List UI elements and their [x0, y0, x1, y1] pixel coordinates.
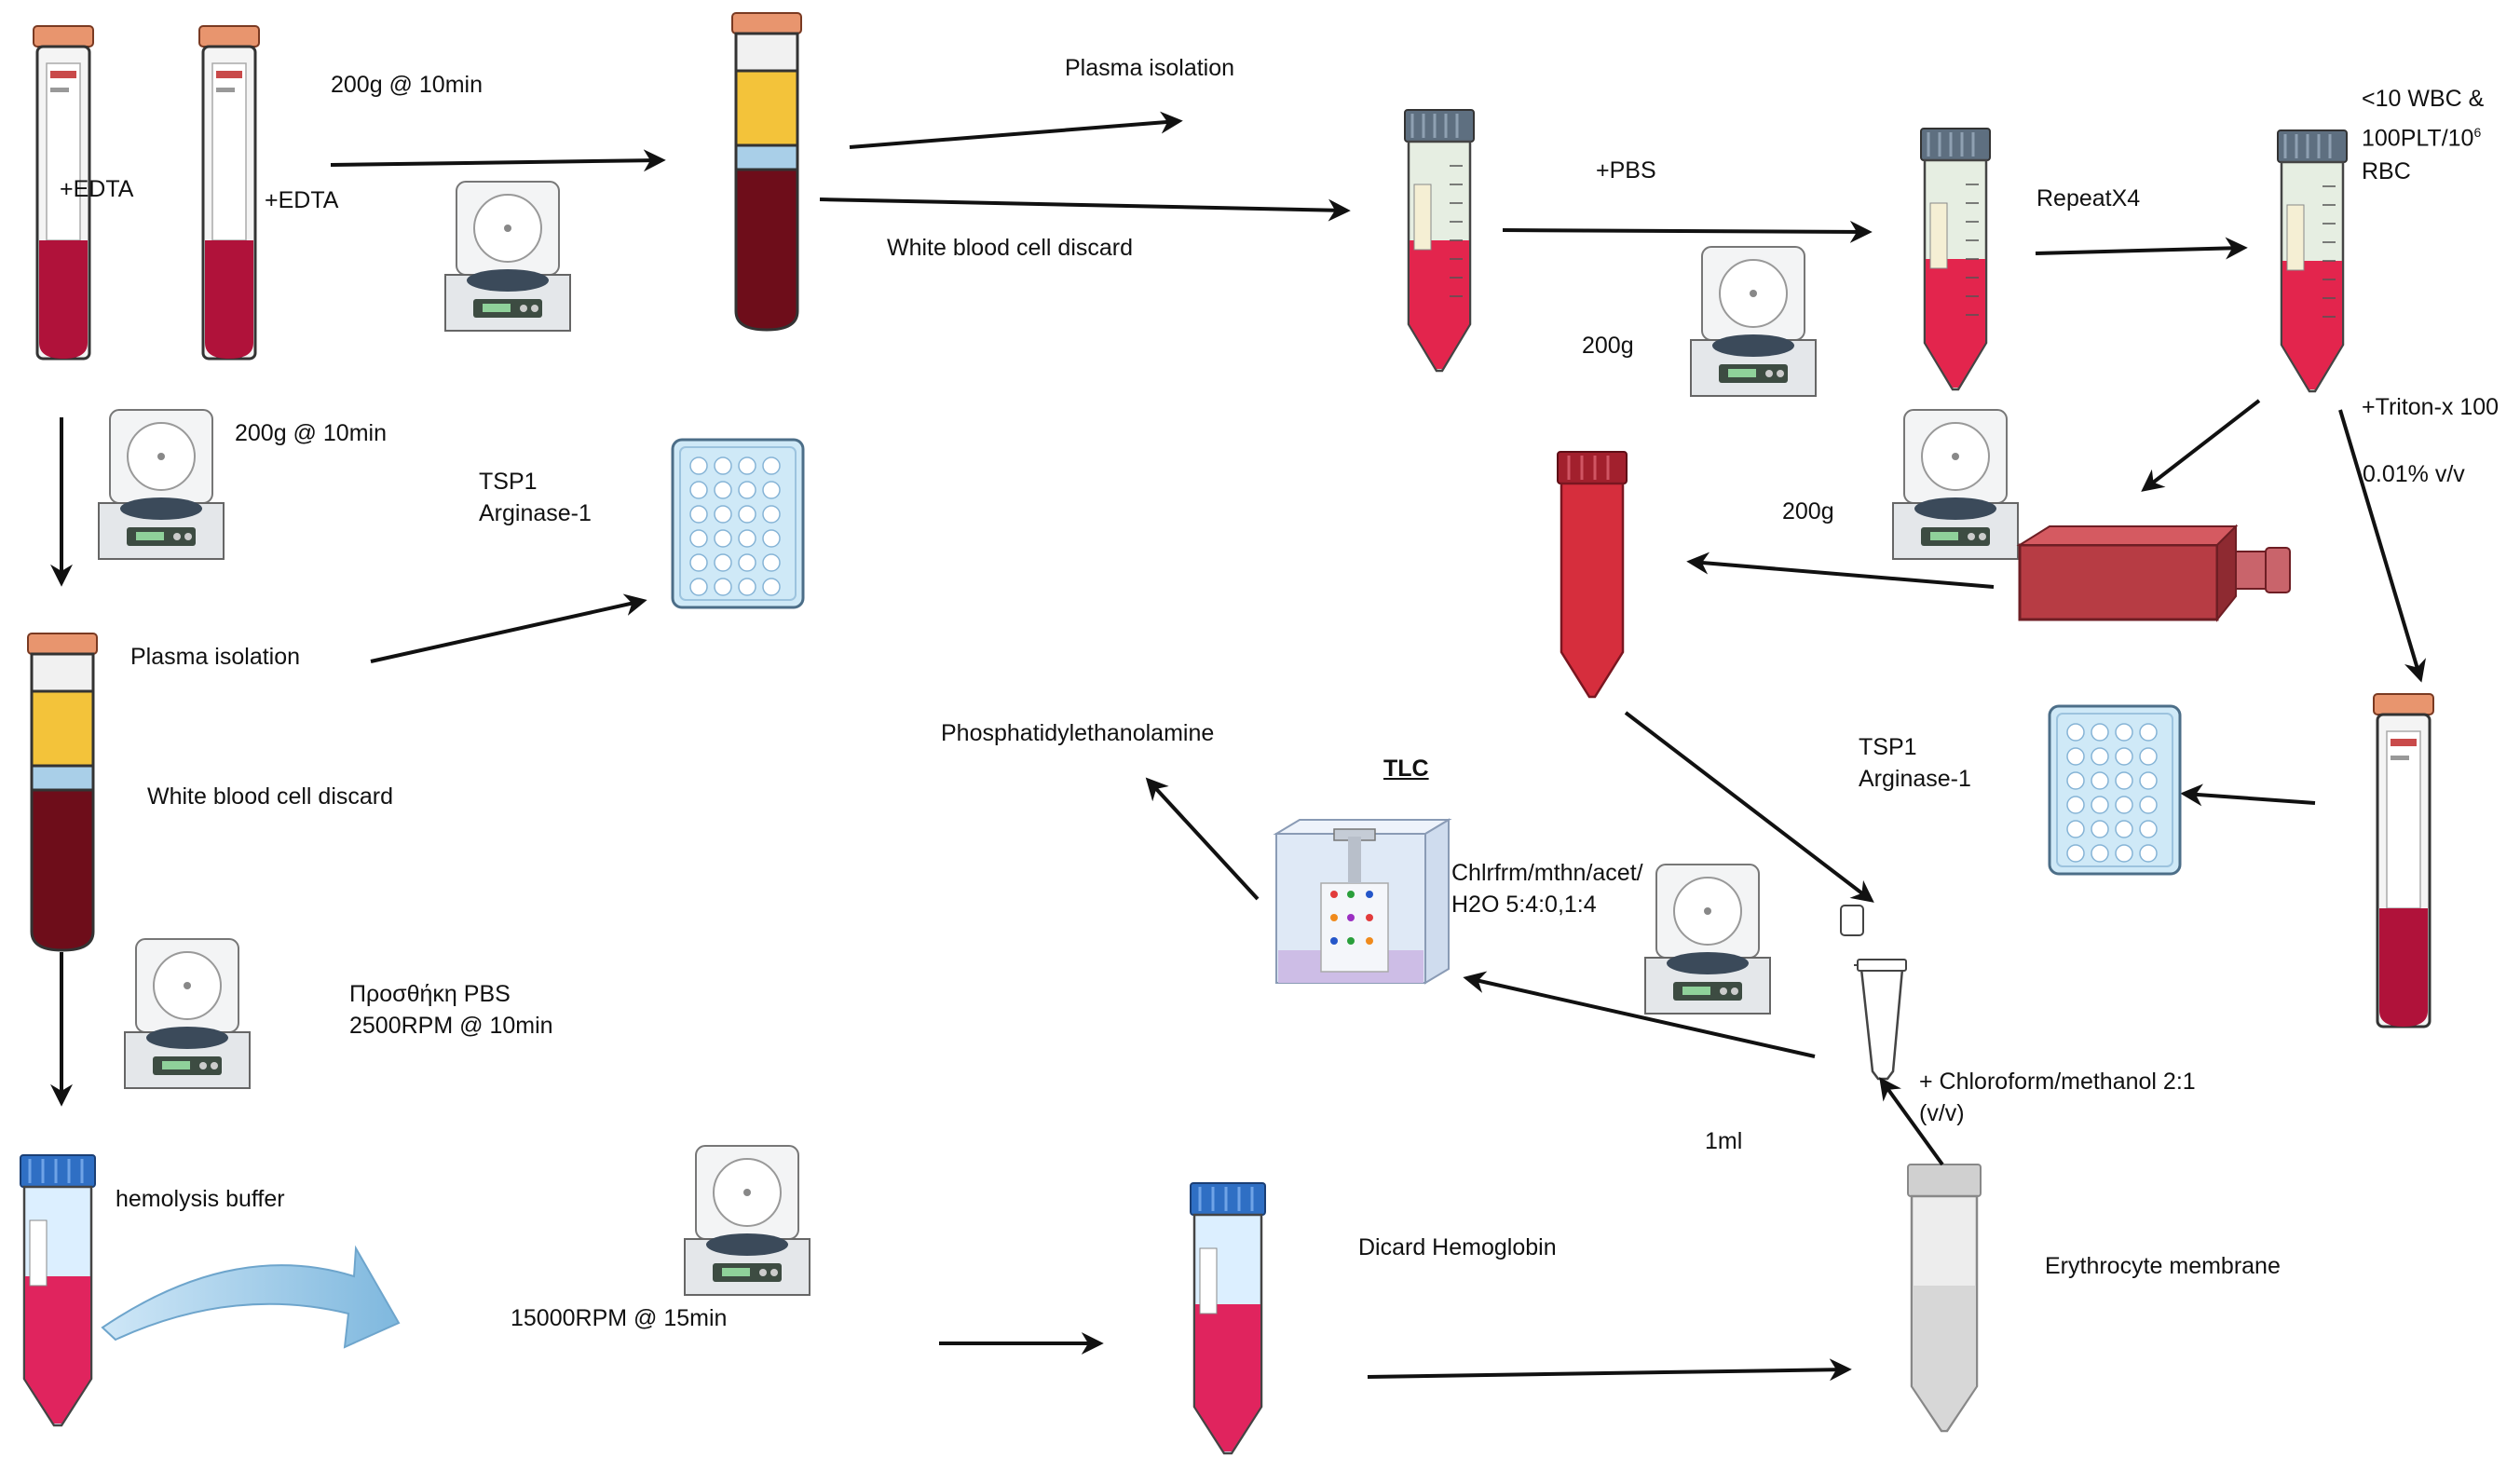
blood-tube-edta-2 [198, 24, 261, 361]
label-phosphatidylethanolamine: Phosphatidylethanolamine [941, 720, 1215, 746]
curved-transfer-arrow [101, 1245, 401, 1349]
label-chloroform: + Chloroform/methanol 2:1 (v/v) [1919, 1069, 2196, 1126]
label-edta-2: +EDTA [265, 187, 339, 213]
label-200g-b: 200g [1782, 498, 1834, 524]
culture-flask [2016, 524, 2291, 622]
label-tlc: TLC [1383, 756, 1429, 782]
label-discard-hemoglobin: Dicard Hemoglobin [1358, 1234, 1557, 1260]
centrifuge-4 [1644, 864, 1771, 1015]
label-solvent: Chlrfrm/mthn/acet/ H2O 5:4:0,1:4 [1451, 860, 1643, 918]
label-200g-a: 200g [1582, 333, 1634, 359]
label-pbs-greek: Προσθήκη PBS 2500RPM @ 10min [349, 981, 553, 1039]
label-wbc-discard-top: White blood cell discard [887, 235, 1134, 261]
separated-tube-top [730, 11, 803, 332]
label-pbs: +PBS [1596, 157, 1656, 184]
label-spin-top: 200g @ 10min [331, 72, 483, 98]
label-wbc-limit-line3: RBC [2362, 158, 2411, 185]
centrifuge-6 [124, 938, 251, 1089]
arrow-spin-top [330, 149, 666, 172]
conical-tube-2 [1919, 127, 1992, 391]
label-triton: +Triton-x 100 [2362, 394, 2500, 420]
arrow-triton [2338, 409, 2427, 683]
label-edta-1: +EDTA [60, 176, 134, 202]
label-wbc-limit-sup: 6 [2473, 125, 2482, 140]
conical-tube-hemoglobin [1189, 1181, 1267, 1455]
arrow-to-eppendorf [1624, 711, 1874, 903]
arrow-repeat [2035, 237, 2248, 260]
arrow-wbc-discard [819, 197, 1351, 222]
eppendorf-tube [1840, 905, 1907, 1081]
arrow-to-pe [1145, 777, 1260, 901]
label-plasma-isolation-left: Plasma isolation [130, 644, 301, 670]
label-repeat: RepeatX4 [2036, 185, 2141, 211]
blood-tube-right [2372, 692, 2435, 1028]
centrifuge-5 [98, 409, 225, 560]
label-1ml: 1ml [1705, 1128, 1743, 1154]
label-tsp1-top: TSP1 Arginase-1 [479, 469, 592, 526]
label-tsp1-right: TSP1 Arginase-1 [1859, 734, 1971, 792]
arrow-to-plate-right [2180, 783, 2316, 807]
centrifuge-7 [684, 1145, 810, 1296]
label-wbc-limit: <10 WBC & 100PLT/106 RBC [2362, 82, 2484, 188]
label-wbc-discard-left: White blood cell discard [147, 783, 394, 810]
arrow-to-red-tube [1686, 552, 1995, 589]
centrifuge-1 [444, 181, 571, 332]
conical-tube-3 [2276, 129, 2349, 393]
arrow-up-chloroform [1879, 1077, 1944, 1166]
label-plasma-isolation-top: Plasma isolation [1065, 55, 1235, 81]
red-falcon-tube [1557, 451, 1628, 699]
arrow-to-tlc [1463, 971, 1816, 1058]
arrow-pbs [1502, 220, 1873, 243]
label-erythrocyte-membrane: Erythrocyte membrane [2045, 1253, 2281, 1279]
conical-tube-membrane [1907, 1164, 1982, 1433]
label-triton-conc: 0.01% v/v [2363, 461, 2465, 487]
well-plate-top [671, 438, 805, 609]
conical-tube-hemolysis [19, 1153, 97, 1427]
conical-tube-1 [1403, 108, 1476, 373]
separated-tube-left [26, 632, 99, 952]
label-wbc-limit-line2: 100PLT/106 [2362, 116, 2484, 155]
arrow-to-flask [2141, 399, 2261, 492]
arrow-to-plate-top [370, 593, 647, 663]
label-spin-left: 200g @ 10min [235, 420, 387, 446]
label-hemolysis-buffer: hemolysis buffer [116, 1186, 285, 1212]
tlc-tank [1273, 818, 1452, 985]
arrow-to-membrane [1367, 1358, 1852, 1382]
label-spin-15000: 15000RPM @ 15min [511, 1305, 728, 1331]
arrow-plasma-isolation [849, 111, 1183, 149]
centrifuge-2 [1690, 246, 1817, 397]
label-wbc-limit-line2-text: 100PLT/10 [2362, 125, 2474, 152]
well-plate-right [2048, 704, 2182, 876]
centrifuge-3 [1892, 409, 2019, 560]
label-wbc-limit-line1: <10 WBC & [2362, 86, 2485, 112]
